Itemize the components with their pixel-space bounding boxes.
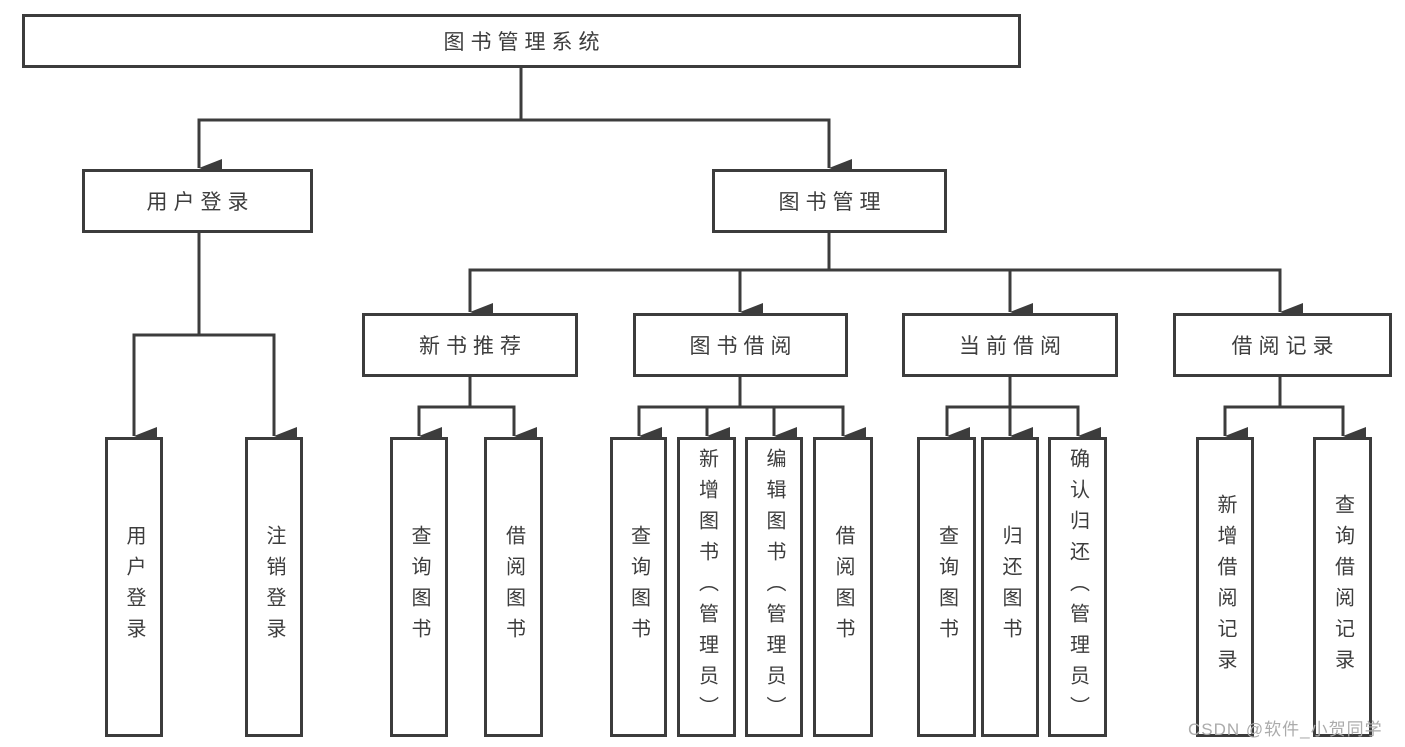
leaf-label: 确认归还（管理员） [1066, 447, 1089, 727]
node-label: 新书推荐 [419, 335, 527, 358]
leaf-nbr-borrow-books: 借阅图书 [484, 437, 543, 737]
leaf-br-add-borrow-record: 新增借阅记录 [1196, 437, 1254, 737]
leaf-bb-edit-books-admin: 编辑图书（管理员） [745, 437, 803, 737]
node-book-borrowing: 图书借阅 [633, 313, 848, 377]
leaf-br-query-borrow-record: 查询借阅记录 [1313, 437, 1372, 737]
leaf-bb-borrow-books: 借阅图书 [813, 437, 873, 737]
watermark-csdn: CSDN @软件_小贺同学 [1188, 720, 1383, 739]
node-current-borrowing: 当前借阅 [902, 313, 1118, 377]
leaf-user-login: 用户登录 [105, 437, 163, 737]
node-library-management-system: 图书管理系统 [22, 14, 1021, 68]
leaf-logout-login: 注销登录 [245, 437, 303, 737]
node-borrowing-records: 借阅记录 [1173, 313, 1392, 377]
leaf-nbr-query-books: 查询图书 [390, 437, 448, 737]
leaf-label: 归还图书 [999, 525, 1021, 649]
node-label: 图书管理系统 [443, 31, 606, 54]
leaf-label: 新增图书（管理员） [695, 447, 718, 727]
leaf-bb-add-books-admin: 新增图书（管理员） [677, 437, 736, 737]
leaf-label: 查询借阅记录 [1331, 494, 1354, 680]
leaf-label: 查询图书 [627, 525, 650, 649]
node-book-management: 图书管理 [712, 169, 947, 233]
leaf-cb-return-books: 归还图书 [981, 437, 1039, 737]
node-label: 借阅记录 [1231, 335, 1340, 358]
connector-book-management-to-sections [468, 233, 1303, 321]
node-user-login: 用户登录 [82, 169, 313, 233]
connector-root-to-level2 [197, 68, 852, 177]
leaf-label: 查询图书 [935, 525, 958, 649]
node-label: 用户登录 [146, 191, 255, 214]
connector-current-borrowing-to-children [945, 377, 1101, 445]
leaf-label: 注销登录 [263, 525, 285, 649]
connector-user-login-to-children [132, 233, 297, 445]
leaf-label: 用户登录 [123, 525, 145, 649]
connector-borrowing-records-to-children [1223, 377, 1366, 445]
leaf-cb-confirm-return-admin: 确认归还（管理员） [1048, 437, 1107, 737]
node-new-book-recommendation: 新书推荐 [362, 313, 578, 377]
leaf-bb-query-books: 查询图书 [610, 437, 667, 737]
connector-new-book-rec-to-children [417, 377, 537, 445]
leaf-label: 新增借阅记录 [1214, 494, 1236, 680]
node-label: 图书借阅 [689, 335, 798, 358]
leaf-label: 借阅图书 [502, 525, 525, 649]
node-label: 图书管理 [778, 191, 887, 214]
leaf-label: 借阅图书 [832, 525, 854, 649]
connector-book-borrowing-to-children [637, 377, 866, 445]
leaf-cb-query-books: 查询图书 [917, 437, 976, 737]
node-label: 当前借阅 [959, 335, 1067, 358]
leaf-label: 编辑图书（管理员） [763, 447, 785, 727]
leaf-label: 查询图书 [408, 525, 430, 649]
